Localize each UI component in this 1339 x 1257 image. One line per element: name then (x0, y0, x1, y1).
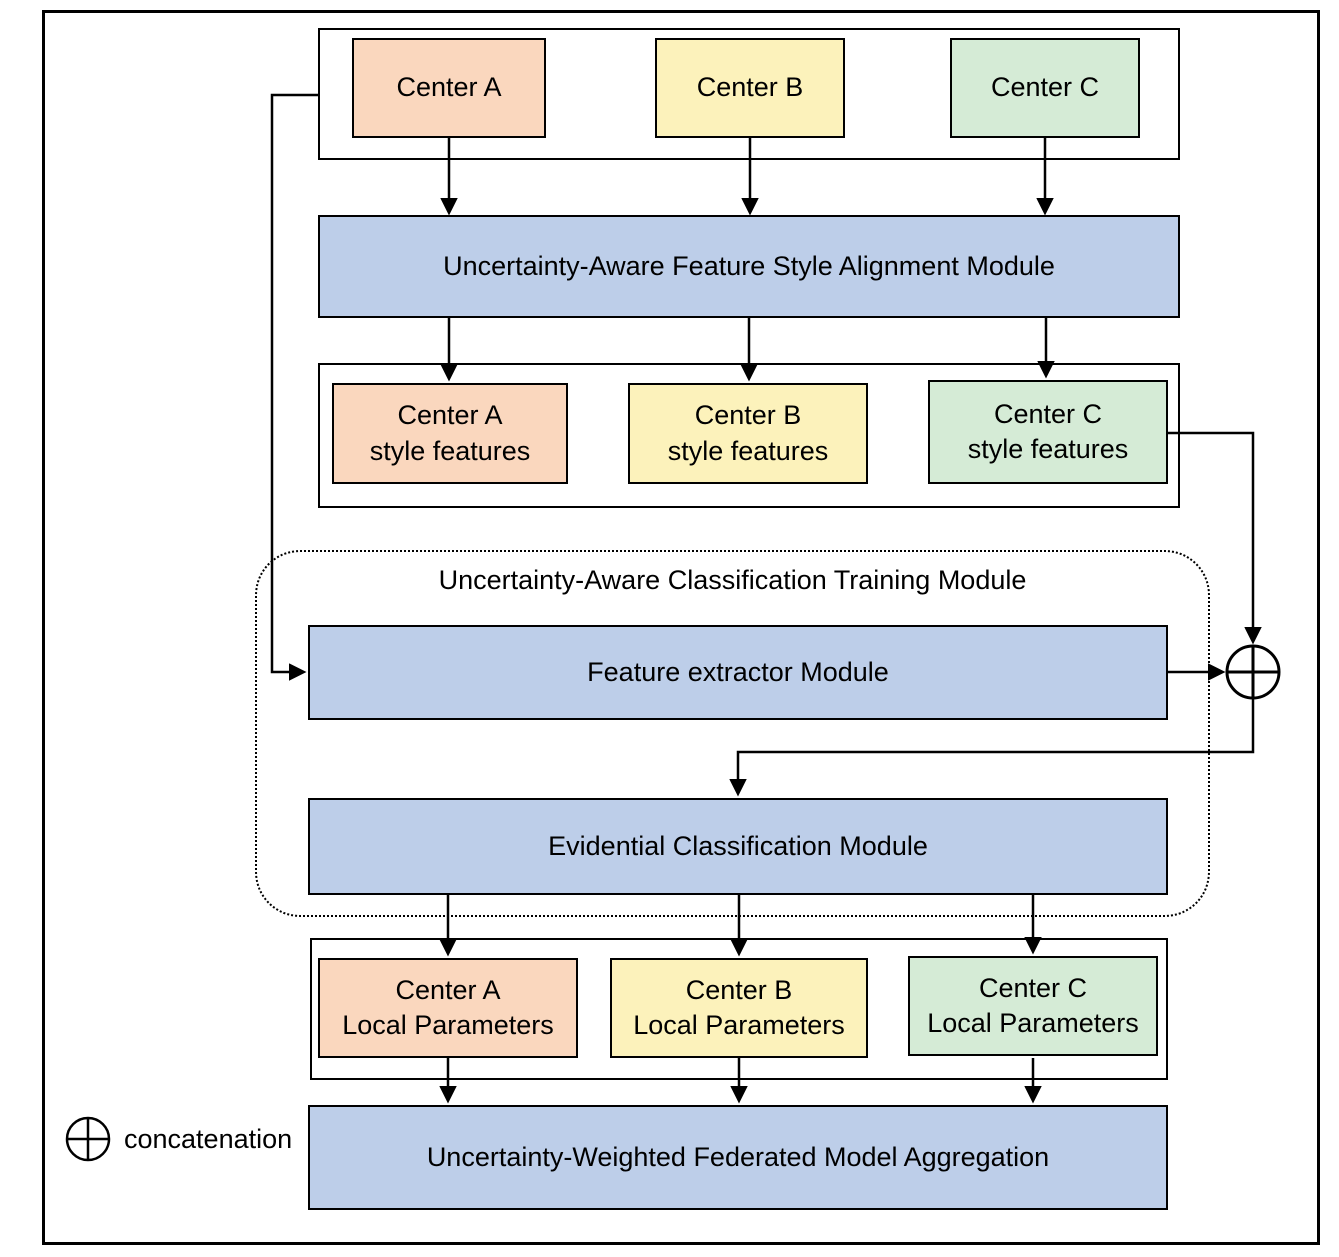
center-c-style-line2: style features (967, 434, 1129, 464)
training-module-title: Uncertainty-Aware Classification Trainin… (438, 565, 1027, 595)
aggregation-module-box: Uncertainty-Weighted Federated Model Agg… (308, 1105, 1168, 1210)
center-b-style-features-box: Center B style features (628, 383, 868, 484)
center-a-style-line1: Center A (397, 400, 503, 431)
feature-extractor-label: Feature extractor Module (587, 656, 889, 687)
center-a-local-parameters-box: Center A Local Parameters (318, 958, 578, 1058)
center-b-label: Center B (696, 72, 804, 103)
center-b-local-line1: Center B (685, 974, 793, 1005)
center-a-label: Center A (396, 72, 502, 103)
center-c-box: Center C (950, 38, 1140, 138)
legend-concatenation-label: concatenation (124, 1124, 293, 1154)
feature-extractor-box: Feature extractor Module (308, 625, 1168, 720)
center-c-local-line2: Local Parameters (927, 1008, 1139, 1038)
center-c-label: Center C (990, 72, 1100, 103)
center-c-local-line1: Center C (978, 972, 1088, 1003)
center-b-style-line2: style features (667, 435, 829, 466)
aggregation-module-label: Uncertainty-Weighted Federated Model Agg… (426, 1141, 1050, 1172)
evidential-classification-box: Evidential Classification Module (308, 798, 1168, 895)
center-a-local-line1: Center A (395, 974, 501, 1005)
style-alignment-module-label: Uncertainty-Aware Feature Style Alignmen… (443, 250, 1055, 281)
style-alignment-module-box: Uncertainty-Aware Feature Style Alignmen… (318, 215, 1180, 318)
center-b-local-line2: Local Parameters (633, 1010, 845, 1040)
center-c-style-features-box: Center C style features (928, 380, 1168, 484)
center-b-style-line1: Center B (694, 400, 802, 431)
center-a-style-line2: style features (369, 435, 531, 466)
evidential-classification-label: Evidential Classification Module (548, 830, 928, 861)
center-c-style-line1: Center C (993, 398, 1103, 429)
center-b-box: Center B (655, 38, 845, 138)
center-b-local-parameters-box: Center B Local Parameters (610, 958, 868, 1058)
center-a-style-features-box: Center A style features (332, 383, 568, 484)
center-c-local-parameters-box: Center C Local Parameters (908, 956, 1158, 1056)
center-a-local-line2: Local Parameters (342, 1010, 554, 1040)
outer-border (42, 10, 1320, 1245)
center-a-box: Center A (352, 38, 546, 138)
